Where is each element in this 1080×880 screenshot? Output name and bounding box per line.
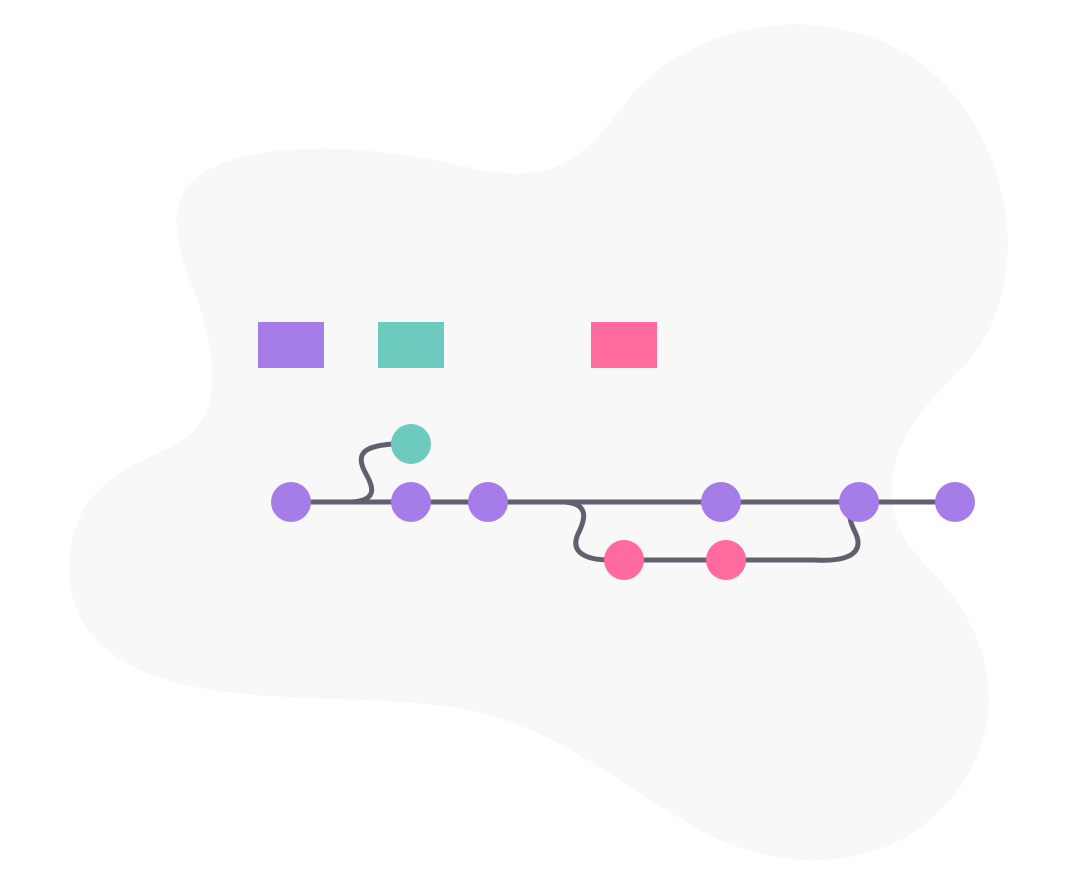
teal-branch-curve	[349, 441, 396, 505]
pink-commit-2	[706, 540, 746, 580]
main-commit-6	[935, 482, 975, 522]
background-blob	[68, 24, 1008, 861]
legend-swatch-main	[258, 322, 324, 368]
teal-commit-1	[391, 424, 431, 464]
pink-branch-fork-curve	[562, 499, 613, 563]
main-commit-5	[839, 482, 879, 522]
legend-swatch-teal	[378, 322, 444, 368]
commit-nodes	[271, 424, 975, 580]
main-commit-4	[701, 482, 741, 522]
main-commit-2	[391, 482, 431, 522]
main-commit-3	[468, 482, 508, 522]
main-commit-1	[271, 482, 311, 522]
legend-swatch-pink	[591, 322, 657, 368]
pink-commit-1	[604, 540, 644, 580]
